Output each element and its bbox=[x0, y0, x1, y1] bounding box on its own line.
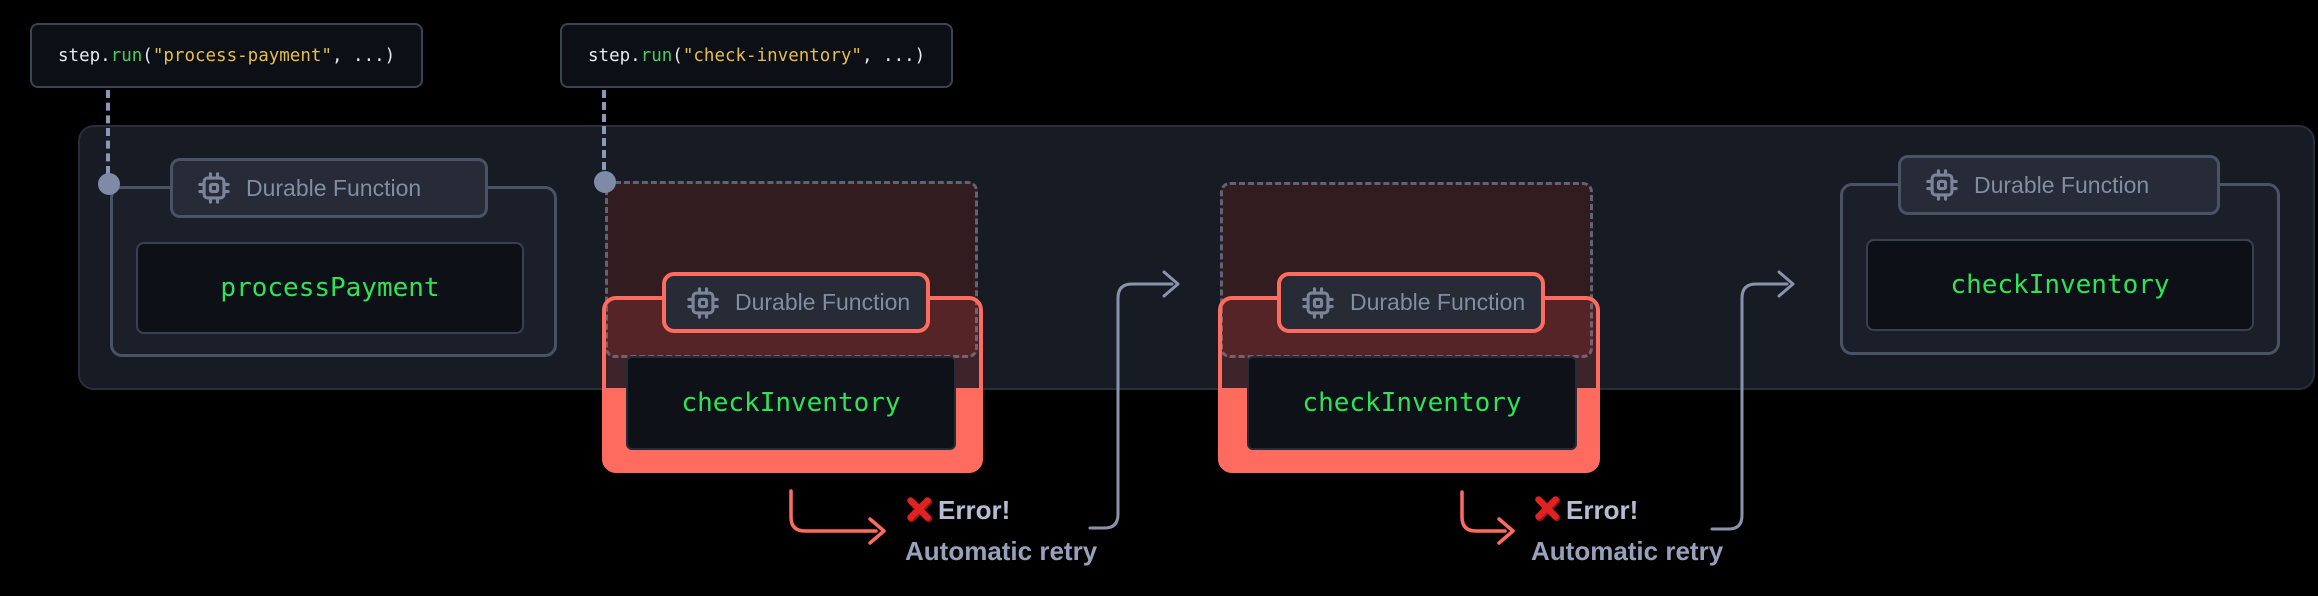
cpu-icon bbox=[198, 172, 230, 204]
code-string-arg: "check-inventory" bbox=[682, 45, 862, 66]
connector-dot-1 bbox=[98, 173, 120, 195]
code-paren: ( bbox=[142, 45, 153, 66]
error-label-2: Error! bbox=[1566, 495, 1639, 525]
connector-dot-2 bbox=[594, 171, 616, 193]
step-run-label-check-inventory: step.run("check-inventory", ...) bbox=[560, 23, 954, 88]
error-label-1: Error! bbox=[938, 495, 1011, 525]
connector-dashed-line-1 bbox=[106, 90, 110, 174]
durable-function-label: Durable Function bbox=[1974, 171, 2150, 198]
durable-function-tag-3: Durable Function bbox=[1277, 272, 1545, 333]
connector-dashed-line-2 bbox=[602, 90, 606, 170]
durable-function-label: Durable Function bbox=[1350, 289, 1526, 315]
cpu-icon bbox=[1302, 286, 1334, 319]
durable-function-label: Durable Function bbox=[246, 174, 422, 201]
automatic-retry-label-1: Automatic retry bbox=[905, 536, 1098, 566]
durable-function-tag-1: Durable Function bbox=[170, 158, 488, 218]
code-close: , ...) bbox=[331, 45, 396, 66]
code-method: run bbox=[640, 45, 673, 66]
retry-arrow-icon-2 bbox=[1460, 490, 1515, 545]
automatic-retry-label-2: Automatic retry bbox=[1531, 536, 1724, 566]
step-run-label-process-payment: step.run("process-payment", ...) bbox=[30, 23, 424, 88]
function-name-box-2: checkInventory bbox=[626, 356, 956, 450]
function-name-box-1: processPayment bbox=[136, 242, 524, 334]
durable-function-label: Durable Function bbox=[735, 289, 911, 315]
error-x-icon-1 bbox=[907, 497, 933, 523]
durable-function-tag-2: Durable Function bbox=[662, 272, 930, 333]
function-name: processPayment bbox=[220, 273, 440, 303]
cpu-icon bbox=[1926, 169, 1958, 201]
code-string-arg: "process-payment" bbox=[152, 45, 332, 66]
error-x-icon-2 bbox=[1535, 496, 1561, 522]
code-object: step. bbox=[58, 45, 111, 66]
function-name: checkInventory bbox=[681, 388, 901, 418]
function-name-box-4: checkInventory bbox=[1866, 239, 2254, 331]
code-object: step. bbox=[588, 45, 641, 66]
function-name-box-3: checkInventory bbox=[1247, 356, 1577, 450]
durable-function-tag-4: Durable Function bbox=[1898, 155, 2220, 215]
function-name: checkInventory bbox=[1950, 270, 2170, 300]
code-close: , ...) bbox=[861, 45, 926, 66]
function-name: checkInventory bbox=[1302, 388, 1522, 418]
retry-arrow-icon-1 bbox=[789, 489, 886, 545]
code-method: run bbox=[110, 45, 143, 66]
code-paren: ( bbox=[672, 45, 683, 66]
cpu-icon bbox=[687, 286, 719, 319]
